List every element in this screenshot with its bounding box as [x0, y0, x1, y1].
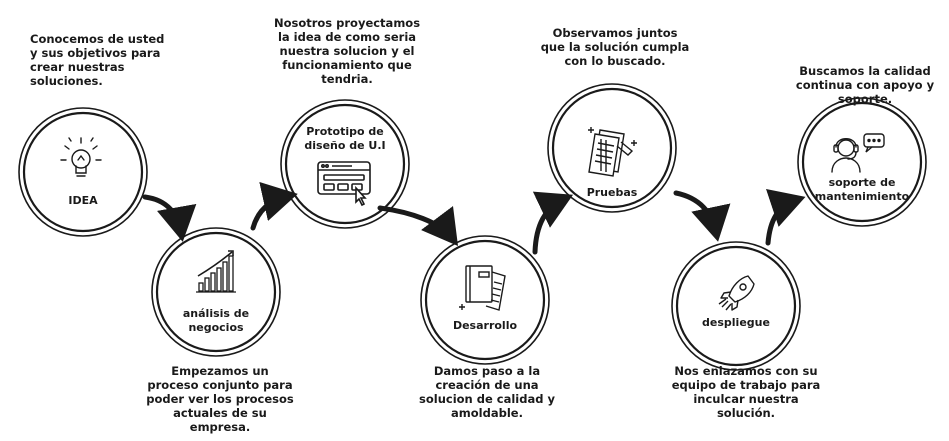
arrow-pruebas-to-despliegue [673, 190, 731, 242]
growth-chart-icon [196, 250, 236, 293]
arrow-despliegue-to-soporte [765, 188, 806, 246]
step-description-idea: Conocemos de usted y sus objetivos para … [30, 32, 165, 88]
headset-agent-icon [831, 133, 885, 173]
step-label-pruebas: Pruebas [586, 186, 638, 199]
lightbulb-icon [60, 137, 102, 177]
step-label-soporte: soporte de mantenimiento [814, 176, 910, 203]
step-circle-soporte [797, 97, 927, 227]
step-description-soporte: Buscamos la calidad continua con apoyo y… [795, 64, 935, 106]
rocket-icon [718, 275, 755, 311]
checklist-icon [588, 127, 637, 177]
step-circle-desarrollo [420, 235, 550, 365]
step-label-prototipo: Prototipo de diseño de U.I [304, 125, 386, 152]
step-label-analisis: análisis de negocios [182, 307, 250, 334]
step-label-despliegue: despliegue [702, 316, 770, 329]
step-circle-prototipo [280, 99, 410, 229]
arrow-desarrollo-to-pruebas [532, 191, 574, 255]
connector-arrows [142, 181, 806, 255]
step-description-analisis: Empezamos un proceso conjunto para poder… [146, 364, 294, 434]
step-circle-despliegue [671, 241, 801, 371]
step-description-desarrollo: Damos paso a la creación de una solucion… [419, 364, 555, 420]
step-circle-idea [18, 107, 148, 237]
step-description-despliegue: Nos enlazamos con su equipo de trabajo p… [671, 364, 821, 420]
documents-icon [459, 265, 506, 311]
step-circle-pruebas [547, 83, 677, 213]
step-description-pruebas: Observamos juntos que la solución cumpla… [540, 26, 690, 68]
browser-window-icon [317, 161, 371, 207]
step-description-prototipo: Nosotros proyectamos la idea de como ser… [273, 16, 421, 86]
step-label-idea: IDEA [68, 194, 98, 207]
arrow-idea-to-analisis [142, 194, 197, 242]
step-circle-analisis [151, 227, 281, 357]
arrow-prototipo-to-desarrollo [377, 205, 459, 246]
arrow-analisis-to-prototipo [250, 181, 298, 231]
step-label-desarrollo: Desarrollo [452, 319, 518, 332]
